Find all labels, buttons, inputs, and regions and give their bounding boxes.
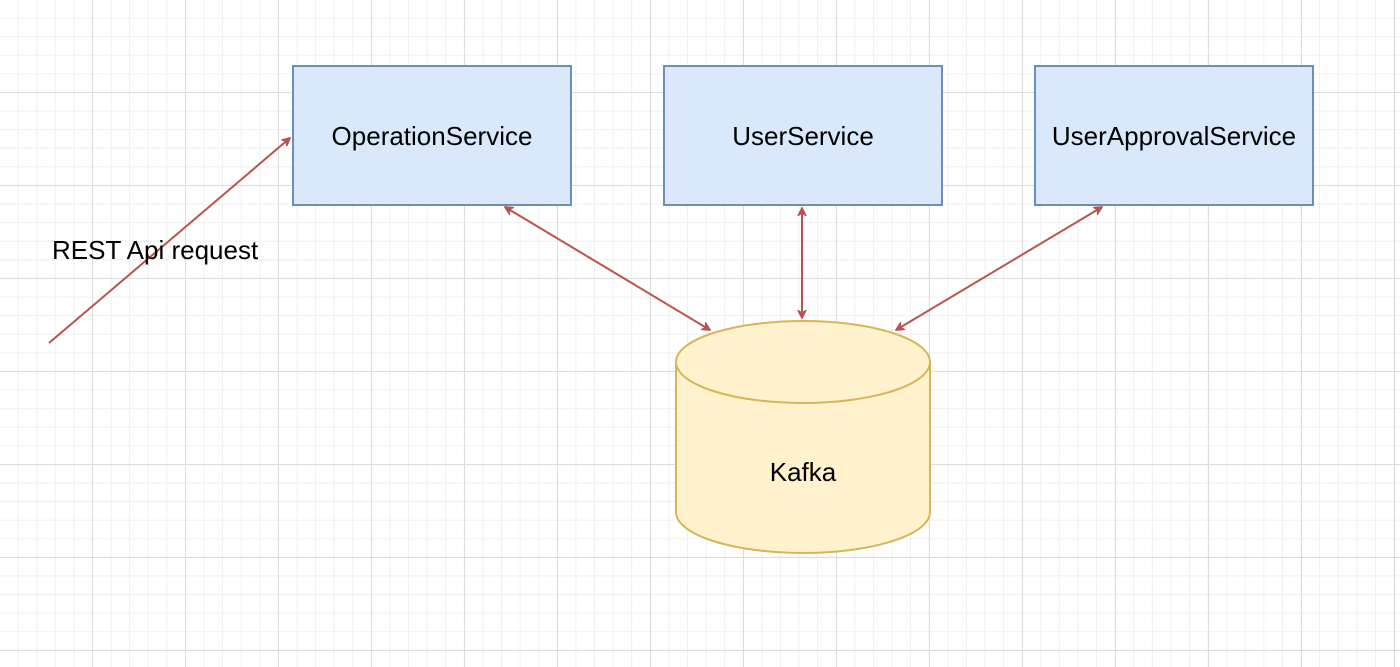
- node-user-service[interactable]: UserService: [663, 65, 943, 206]
- node-kafka[interactable]: Kafka: [675, 320, 931, 554]
- kafka-cylinder-top-rim: [675, 361, 931, 404]
- node-operation-service[interactable]: OperationService: [292, 65, 572, 206]
- operation-service-box: [292, 65, 572, 206]
- operation-service-label: OperationService: [332, 121, 533, 151]
- edge-rest-request: [48, 138, 290, 344]
- user-service-label: UserService: [732, 121, 874, 151]
- node-user-approval-service[interactable]: UserApprovalService: [1034, 65, 1314, 206]
- edge-userapprovalservice-kafka: [896, 207, 1102, 330]
- user-approval-service-label: UserApprovalService: [1052, 121, 1296, 151]
- edge-operationservice-kafka: [505, 207, 710, 330]
- user-service-box: [663, 65, 943, 206]
- user-approval-service-box: [1034, 65, 1314, 206]
- edge-label-rest-request: REST Api request: [52, 235, 259, 265]
- kafka-cylinder-body: [675, 320, 931, 554]
- kafka-label: Kafka: [770, 457, 837, 487]
